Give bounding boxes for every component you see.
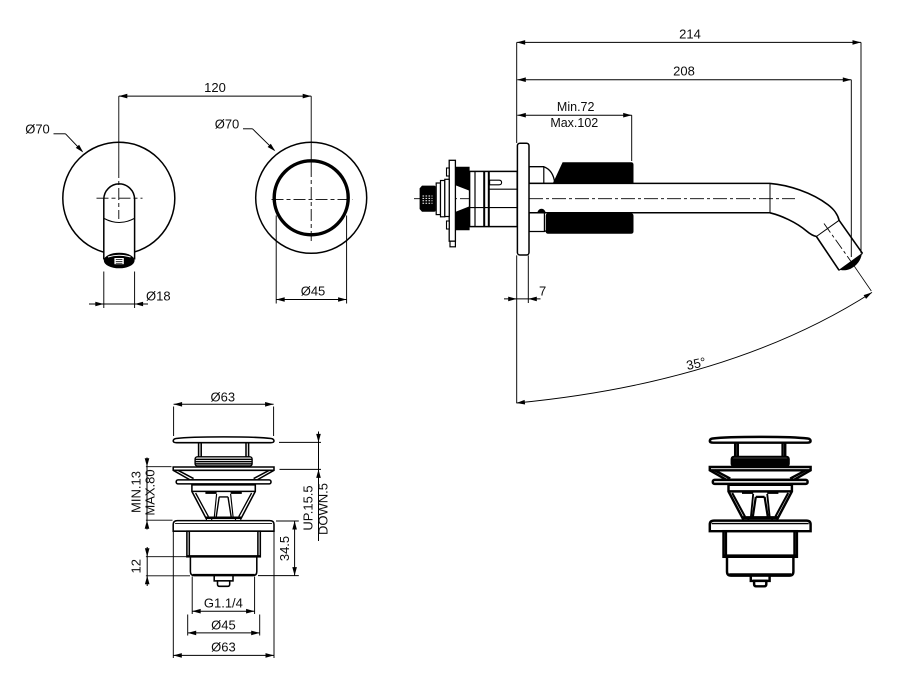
svg-text:12: 12: [129, 559, 144, 573]
svg-text:Ø70: Ø70: [25, 122, 50, 137]
svg-text:Ø70: Ø70: [215, 117, 240, 132]
svg-text:DOWN.5: DOWN.5: [316, 483, 331, 535]
svg-text:Ø45: Ø45: [301, 283, 326, 298]
svg-text:Max.102: Max.102: [550, 116, 598, 130]
svg-text:214: 214: [679, 26, 701, 41]
svg-text:7: 7: [539, 284, 546, 299]
svg-text:120: 120: [204, 80, 226, 95]
svg-text:Ø45: Ø45: [211, 617, 236, 632]
svg-text:Min.72: Min.72: [557, 100, 595, 114]
svg-text:Ø18: Ø18: [146, 289, 171, 304]
svg-text:Ø63: Ø63: [211, 390, 236, 405]
svg-text:MAX.80: MAX.80: [143, 469, 158, 515]
svg-text:Ø63: Ø63: [211, 640, 236, 655]
svg-text:G1.1/4: G1.1/4: [204, 596, 243, 611]
svg-text:34.5: 34.5: [277, 536, 292, 561]
svg-text:208: 208: [673, 64, 695, 79]
svg-text:MIN.13: MIN.13: [128, 471, 143, 513]
svg-text:UP.15.5: UP.15.5: [300, 485, 315, 530]
svg-text:35°: 35°: [685, 354, 707, 373]
